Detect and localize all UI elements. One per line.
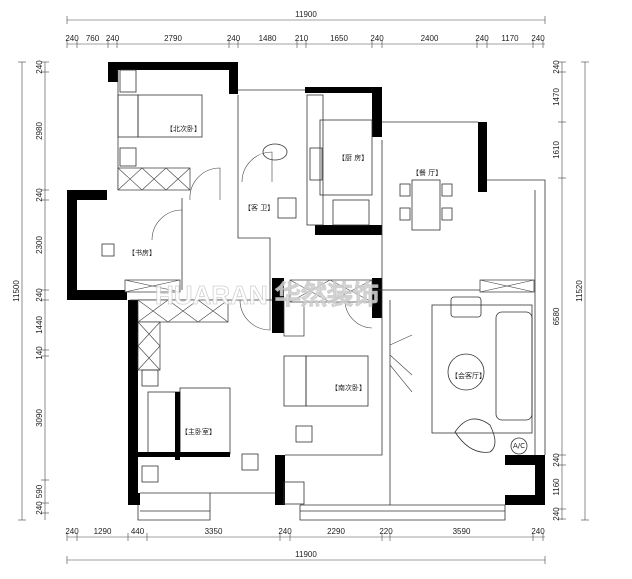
dimension-label-right: 1610 — [552, 141, 561, 159]
furniture — [101, 69, 533, 505]
dimension-total-left: 11500 — [12, 280, 21, 302]
dimension-label-top: 2790 — [164, 34, 182, 43]
dimension-label-left: 240 — [35, 288, 44, 302]
dimension-label-left: 240 — [35, 60, 44, 74]
dimension-label-left: 590 — [35, 484, 44, 498]
dimension-label-bottom: 3590 — [453, 527, 471, 536]
dimension-label-top: 1650 — [330, 34, 348, 43]
dimension-label-left: 140 — [35, 346, 44, 360]
dimension-label-top: 240 — [65, 34, 79, 43]
dimension-label-right: 240 — [552, 453, 561, 467]
dimension-label-top: 240 — [106, 34, 120, 43]
dimension-label-left: 240 — [35, 188, 44, 202]
dimension-labels: 240 760 240 2790 240 1480 210 1650 240 2400 240 117… — [12, 10, 589, 564]
walls — [67, 62, 545, 505]
dimension-label-top: 1170 — [501, 34, 519, 43]
dimension-label-bottom: 220 — [379, 527, 393, 536]
dining-table — [411, 179, 441, 231]
dimension-label-top: 210 — [295, 34, 309, 43]
room-label-master-bedroom: 【主卧室】 — [181, 427, 216, 436]
room-label-guest-bath: 【客 卫】 — [244, 203, 274, 212]
kitchen-counter — [319, 119, 373, 196]
doors — [151, 151, 413, 393]
dimension-label-top: 240 — [370, 34, 384, 43]
ac-unit — [510, 437, 528, 455]
room-label-living: 【会客厅】 — [451, 371, 486, 380]
living-rug — [431, 304, 533, 434]
wall-outlines — [117, 70, 546, 521]
dimension-label-bottom: 240 — [65, 527, 79, 536]
dimension-lines — [21, 19, 586, 561]
coffee-table — [447, 353, 485, 391]
dimension-label-top: 760 — [86, 34, 100, 43]
dimension-label-right: 6580 — [552, 307, 561, 325]
dimension-label-top: 240 — [475, 34, 489, 43]
room-label-study: 【书房】 — [128, 248, 156, 257]
room-labels: 【北次卧】 【厨 房】 【客 卫】 【餐 厅】 【书房】 【主卧室】 【南次卧】… — [128, 124, 525, 450]
dimension-label-right: 1160 — [552, 478, 561, 496]
dimension-label-left: 2300 — [35, 236, 44, 254]
dimension-label-right: 1470 — [552, 88, 561, 106]
bed-south — [305, 355, 369, 407]
dimension-label-top: 240 — [227, 34, 241, 43]
dimension-label-bottom: 3350 — [205, 527, 223, 536]
dimension-label-bottom: 240 — [278, 527, 292, 536]
room-label-kitchen: 【厨 房】 — [338, 153, 368, 162]
dimension-label-left: 240 — [35, 501, 44, 515]
room-label-dining: 【餐 厅】 — [412, 168, 442, 177]
dimension-label-bottom: 1290 — [94, 527, 112, 536]
dimension-label-left: 3090 — [35, 409, 44, 427]
room-label-south-bedroom: 【南次卧】 — [331, 383, 366, 392]
watermark: HUARAN 华然装饰 — [155, 280, 379, 310]
dimension-total-bottom: 11900 — [295, 550, 317, 559]
toilet — [262, 143, 288, 161]
bed-master — [179, 387, 231, 455]
dimension-label-left: 2980 — [35, 122, 44, 140]
dimension-total-right: 11520 — [575, 280, 584, 302]
room-label-ac: A/C — [513, 442, 525, 450]
dimension-label-top: 240 — [531, 34, 545, 43]
dimension-label-right: 240 — [552, 60, 561, 74]
dimension-label-top: 1480 — [259, 34, 277, 43]
dimension-label-bottom: 240 — [531, 527, 545, 536]
dimension-label-right: 240 — [552, 507, 561, 521]
dimension-label-bottom: 440 — [131, 527, 145, 536]
dimension-label-bottom: 2290 — [327, 527, 345, 536]
dimension-label-top: 2400 — [421, 34, 439, 43]
room-label-north-bedroom: 【北次卧】 — [166, 124, 201, 133]
stove — [309, 147, 323, 181]
dimension-total-top: 11900 — [295, 10, 317, 19]
sofa — [495, 311, 533, 421]
dimension-label-left: 1440 — [35, 316, 44, 334]
wardrobes — [117, 167, 535, 371]
basin — [277, 197, 297, 219]
